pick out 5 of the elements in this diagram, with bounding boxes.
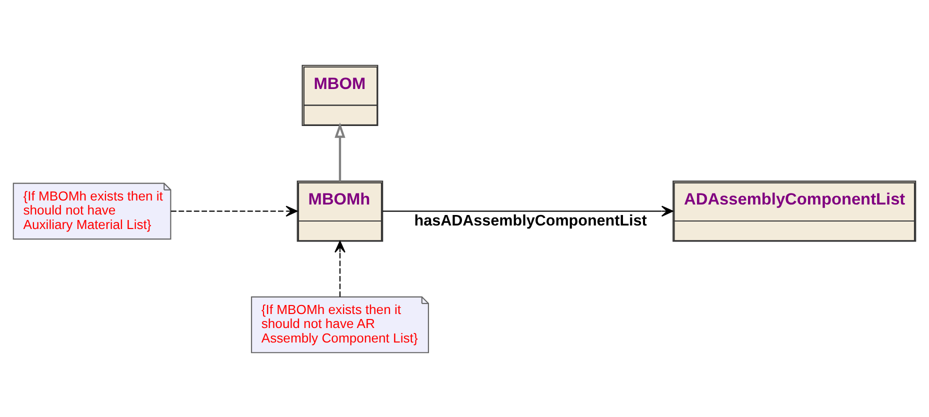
arrow xyxy=(334,122,346,181)
edge-label: hasADAssemblyComponentList xyxy=(414,212,647,230)
arrow xyxy=(334,240,346,296)
arrow xyxy=(382,205,674,216)
arrow xyxy=(170,205,298,216)
